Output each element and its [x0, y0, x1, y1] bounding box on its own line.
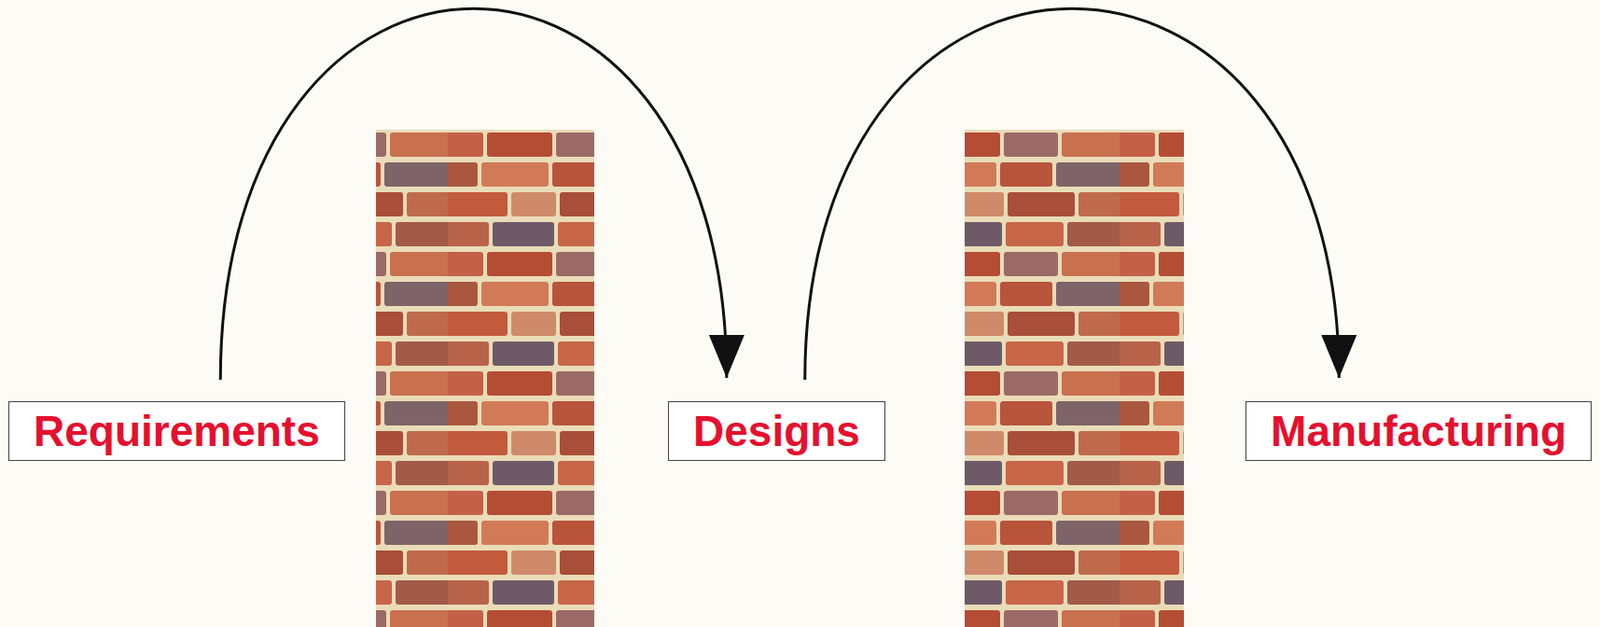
stage-box: Requirements — [8, 401, 346, 461]
stage-box: Manufacturing — [1245, 401, 1592, 461]
brick-wall — [375, 129, 595, 627]
stage-label: Designs — [693, 405, 861, 457]
brick-wall — [964, 129, 1184, 627]
stage-label: Manufacturing — [1270, 405, 1567, 457]
arc-arrow — [220, 8, 727, 380]
arc-arrow — [805, 8, 1339, 380]
stage-box: Designs — [667, 401, 886, 461]
stage-label: Requirements — [33, 405, 320, 457]
